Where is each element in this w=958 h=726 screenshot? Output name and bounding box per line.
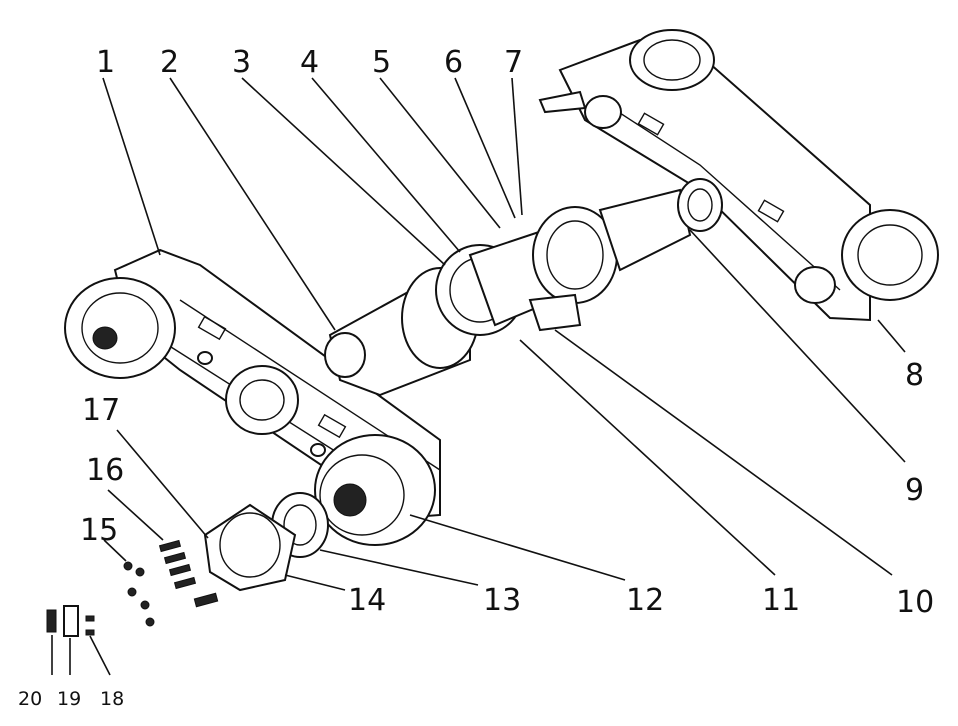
callout-9: 9 (905, 473, 924, 508)
callout-3: 3 (232, 45, 251, 80)
callout-labels: 1 2 3 4 5 6 7 8 9 10 11 12 13 14 15 16 1… (18, 45, 934, 710)
callout-8: 8 (905, 358, 924, 393)
wheel-hub-group (203, 434, 436, 592)
callout-1: 1 (96, 45, 115, 80)
callout-19: 19 (57, 688, 81, 710)
callout-15: 15 (80, 513, 118, 548)
callout-13: 13 (483, 583, 521, 618)
leader-lines (51, 77, 906, 676)
callout-2: 2 (160, 45, 179, 80)
callout-11: 11 (762, 583, 800, 618)
callout-5: 5 (372, 45, 391, 80)
callout-12: 12 (626, 583, 664, 618)
callout-10: 10 (896, 585, 934, 620)
callout-18: 18 (100, 688, 124, 710)
callout-6: 6 (444, 45, 463, 80)
callout-17: 17 (82, 393, 120, 428)
callout-16: 16 (86, 453, 124, 488)
right-balance-beam (538, 29, 939, 322)
callout-7: 7 (504, 45, 523, 80)
callout-14: 14 (348, 583, 386, 618)
central-drive-assembly (324, 178, 723, 397)
callout-4: 4 (300, 45, 319, 80)
callout-20: 20 (18, 688, 42, 710)
fastener-group (46, 539, 219, 637)
